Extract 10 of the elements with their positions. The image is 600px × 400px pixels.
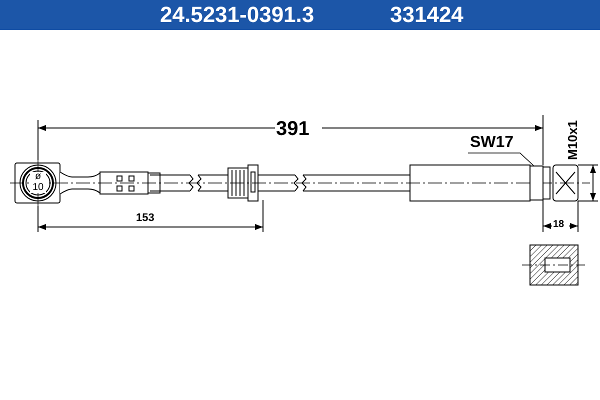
hex-nut (530, 166, 544, 200)
part-number: 24.5231-0391.3 (160, 4, 314, 26)
callout-label: SW17 (470, 135, 514, 151)
leader-line (468, 152, 534, 166)
part-number: 331424 (390, 4, 464, 26)
dimension-value: 391 (276, 119, 310, 139)
dimension-value: 18 (553, 220, 564, 230)
thread-size-label: M10x1 (566, 120, 579, 160)
dimension-value: 153 (136, 213, 154, 224)
diameter-value: ø 10 (30, 172, 46, 193)
